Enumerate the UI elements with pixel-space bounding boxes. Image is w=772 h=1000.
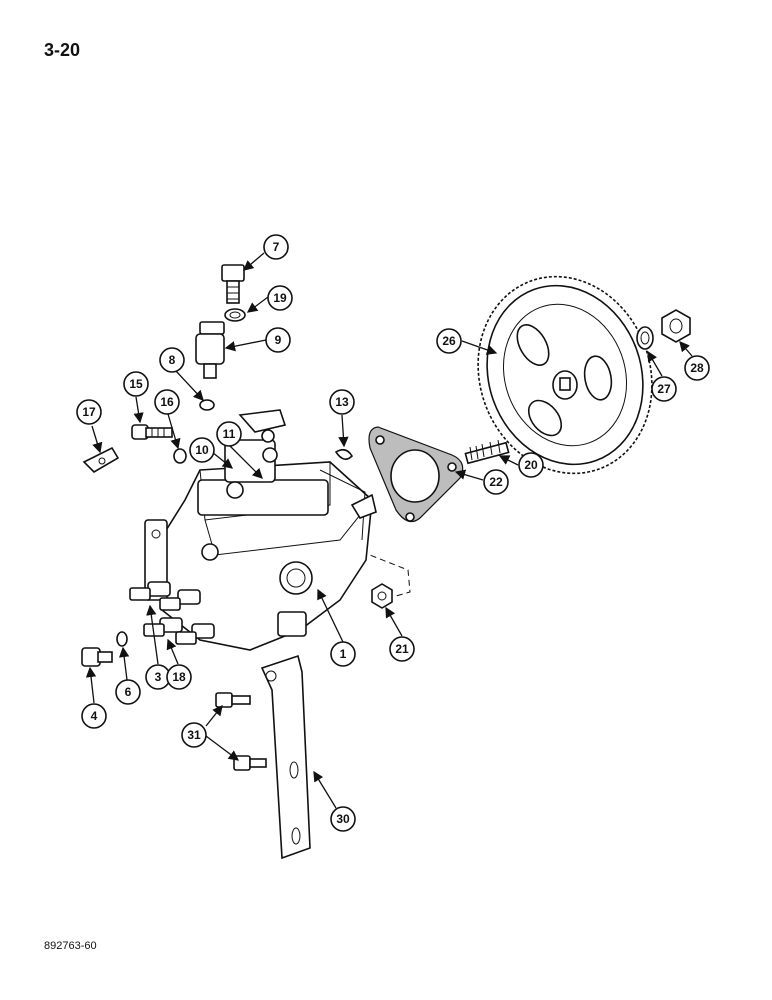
bracket-clip — [82, 446, 120, 474]
callout-7: 7 — [263, 234, 289, 260]
callout-16: 16 — [154, 389, 180, 415]
callout-17: 17 — [76, 399, 102, 425]
bolt-top — [221, 264, 245, 304]
callout-18: 18 — [166, 664, 192, 690]
plug-washer — [116, 631, 128, 647]
leader-lines — [85, 252, 693, 809]
sealing-washer-top — [224, 308, 246, 322]
svg-text:15: 15 — [129, 377, 143, 391]
svg-text:7: 7 — [273, 240, 280, 254]
gasket — [368, 426, 464, 523]
bracket-bolts — [215, 692, 267, 771]
sealing-washer-banjo — [173, 448, 187, 464]
figure-id: 892763-60 — [44, 940, 97, 952]
callout-31: 31 — [181, 722, 207, 748]
support-bracket — [260, 654, 311, 860]
svg-text:6: 6 — [125, 685, 132, 699]
svg-text:19: 19 — [273, 291, 287, 305]
svg-text:1: 1 — [340, 647, 347, 661]
svg-text:4: 4 — [91, 709, 98, 723]
o-ring — [199, 399, 215, 411]
delivery-valve-holders — [129, 581, 215, 645]
callout-21: 21 — [389, 636, 415, 662]
callout-10: 10 — [189, 437, 215, 463]
plug — [81, 647, 113, 667]
callout-13: 13 — [329, 389, 355, 415]
callout-8: 8 — [159, 347, 185, 373]
svg-text:18: 18 — [172, 670, 186, 684]
callout-20: 20 — [518, 452, 544, 478]
svg-text:28: 28 — [690, 361, 704, 375]
stud — [464, 439, 510, 465]
callout-4: 4 — [81, 703, 107, 729]
svg-text:3: 3 — [155, 670, 162, 684]
svg-text:8: 8 — [169, 353, 176, 367]
callout-1: 1 — [330, 641, 356, 667]
callout-11: 11 — [216, 421, 242, 447]
callout-15: 15 — [123, 371, 149, 397]
gear-lock-washer — [636, 326, 654, 350]
banjo-bolt — [131, 424, 173, 440]
svg-text:31: 31 — [187, 728, 201, 742]
svg-text:9: 9 — [275, 333, 282, 347]
callout-6: 6 — [115, 679, 141, 705]
svg-text:13: 13 — [335, 395, 349, 409]
gear-nut — [661, 309, 691, 343]
callout-27: 27 — [651, 376, 677, 402]
svg-text:22: 22 — [489, 475, 503, 489]
svg-text:10: 10 — [195, 443, 209, 457]
key — [334, 448, 354, 460]
svg-text:11: 11 — [223, 427, 236, 441]
callout-22: 22 — [483, 469, 509, 495]
svg-text:20: 20 — [524, 458, 538, 472]
svg-text:16: 16 — [160, 395, 174, 409]
callout-26: 26 — [436, 328, 462, 354]
callout-9: 9 — [265, 327, 291, 353]
callout-30: 30 — [330, 806, 356, 832]
solenoid — [195, 321, 225, 379]
page-number: 3-20 — [44, 40, 81, 60]
flange-nut — [371, 583, 393, 609]
svg-text:26: 26 — [442, 334, 456, 348]
svg-text:21: 21 — [395, 642, 409, 656]
callout-28: 28 — [684, 355, 710, 381]
svg-text:17: 17 — [82, 405, 96, 419]
injection-pump — [144, 409, 377, 651]
svg-text:30: 30 — [336, 812, 350, 826]
callout-19: 19 — [267, 285, 293, 311]
svg-text:27: 27 — [657, 382, 671, 396]
gear — [477, 275, 653, 475]
